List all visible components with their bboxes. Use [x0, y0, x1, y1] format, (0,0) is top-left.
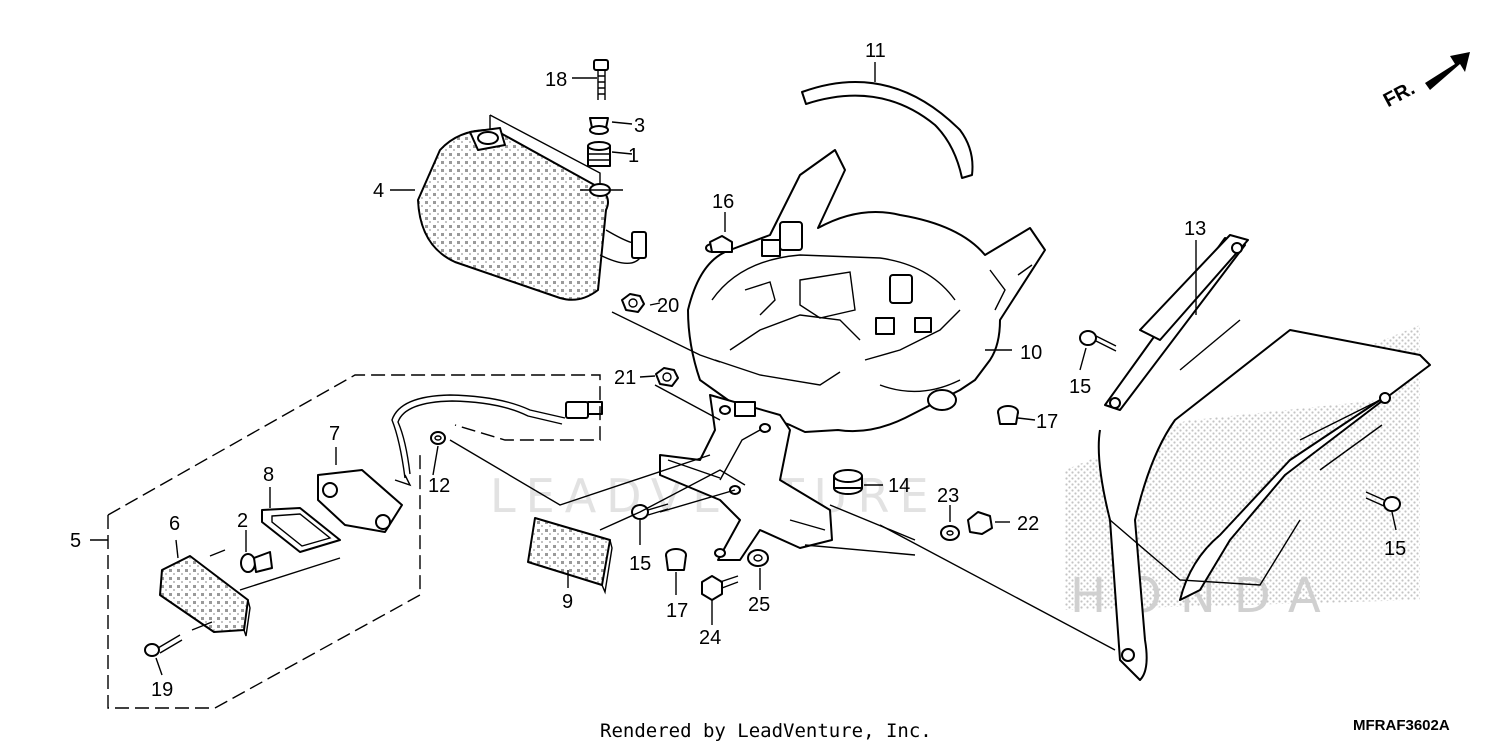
- callout-19: 19: [151, 679, 173, 701]
- leader-lines: [90, 62, 1397, 709]
- collar-17-lower: [665, 548, 687, 571]
- bolt-15-right-upper: [1079, 330, 1117, 352]
- bolt-15-right-lower: [1365, 491, 1401, 512]
- rear-fender-stay: [1097, 234, 1431, 681]
- callout-16: 16: [712, 191, 734, 213]
- callout-15-right-upper: 15: [1069, 376, 1091, 398]
- callout-1: 1: [628, 145, 639, 167]
- nut-22: [967, 511, 993, 535]
- callout-15-right-lower: 15: [1384, 538, 1406, 560]
- callout-12: 12: [428, 475, 450, 497]
- callout-labels: 1 2 3 4 5 6 7 8 9 10 11 12 13 14 15 15 1…: [70, 40, 1406, 701]
- nut-20: [621, 293, 645, 313]
- callout-17-lower: 17: [666, 600, 688, 622]
- callout-14: 14: [888, 475, 910, 497]
- callout-17-upper: 17: [1036, 411, 1058, 433]
- license-light-assembly: [144, 394, 603, 657]
- clip-16: [709, 235, 733, 253]
- tail-light-assembly: [417, 59, 647, 301]
- callout-2: 2: [237, 510, 248, 532]
- callout-10: 10: [1020, 342, 1042, 364]
- callout-3: 3: [634, 115, 645, 137]
- rear-inner-fender: [687, 149, 1046, 461]
- callout-13: 13: [1184, 218, 1206, 240]
- rendered-by-credit: Rendered by LeadVenture, Inc.: [600, 720, 932, 742]
- callout-24: 24: [699, 627, 721, 649]
- diagram-code: MFRAF3602A: [1353, 717, 1450, 734]
- rear-reflector: [527, 517, 613, 595]
- washer-23: [940, 525, 960, 541]
- bolt-24: [701, 575, 739, 601]
- nut-21: [655, 367, 679, 387]
- callout-20: 20: [657, 295, 679, 317]
- callout-7: 7: [329, 423, 340, 445]
- callout-25: 25: [748, 594, 770, 616]
- callout-15-center: 15: [629, 553, 651, 575]
- bolt-18: [593, 59, 609, 71]
- callout-9: 9: [562, 591, 573, 613]
- callout-22: 22: [1017, 513, 1039, 535]
- front-direction-label: FR.: [1380, 77, 1419, 112]
- grommet-14: [833, 469, 863, 495]
- callout-11: 11: [865, 40, 886, 62]
- callout-6: 6: [169, 513, 180, 535]
- callout-5: 5: [70, 530, 81, 552]
- callout-18: 18: [545, 69, 567, 91]
- callout-4: 4: [373, 180, 384, 202]
- callout-23: 23: [937, 485, 959, 507]
- washer-25: [747, 549, 769, 567]
- callout-21: 21: [614, 367, 636, 389]
- callout-8: 8: [263, 464, 274, 486]
- rear-mud-strip: [801, 81, 974, 179]
- collar-17-upper: [997, 405, 1019, 425]
- front-direction-arrow-icon: FR.: [1380, 52, 1470, 112]
